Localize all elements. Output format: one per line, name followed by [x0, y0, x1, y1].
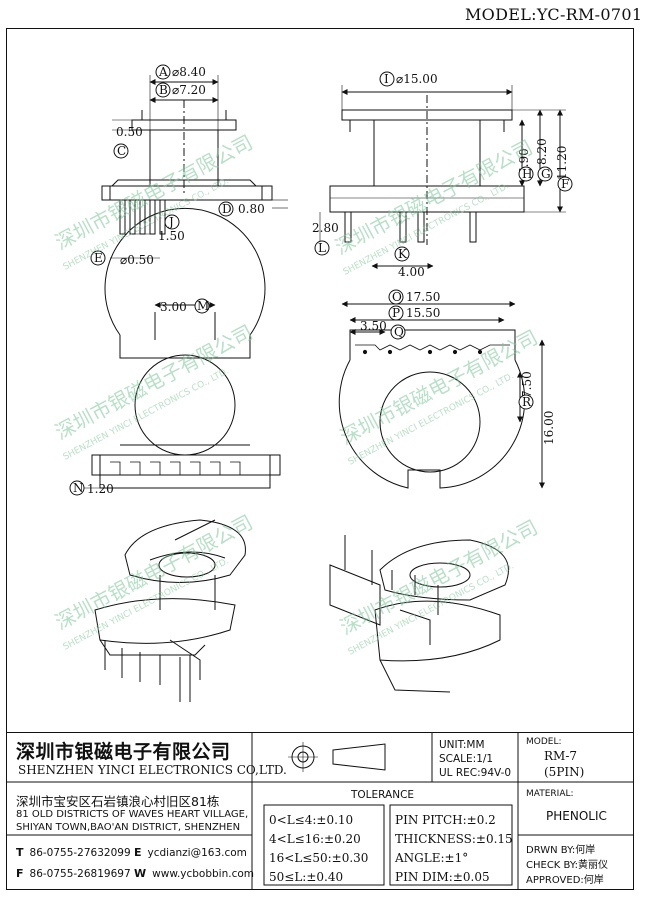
- svg-text:J: J: [167, 215, 174, 229]
- svg-text:E: E: [94, 251, 103, 265]
- front-view: [101, 75, 288, 259]
- svg-text:深圳市银磁电子有限公司: 深圳市银磁电子有限公司: [51, 130, 257, 254]
- title-block-lines: [6, 732, 634, 890]
- tolerance-left-item: 50≤L:±0.40: [269, 870, 344, 884]
- top-view-labels: 3.00 M N 1.20: [69, 298, 210, 496]
- svg-text:16.00: 16.00: [542, 411, 556, 445]
- drawing-frame: [6, 28, 634, 890]
- model-pins: (5PIN): [544, 765, 585, 779]
- svg-text:⌀0.50: ⌀0.50: [120, 253, 154, 267]
- dim-a-text: ⌀8.40: [172, 65, 206, 79]
- model-label: MODEL:: [526, 737, 562, 747]
- email-address: ycdianzi@163.com: [147, 847, 247, 859]
- tel-number: 86-0755-27632099: [29, 847, 131, 859]
- svg-text:H: H: [522, 167, 532, 181]
- svg-text:1.50: 1.50: [158, 229, 185, 243]
- tolerance-right-item: ANGLE:±1°: [395, 851, 469, 865]
- front-view-labels: A ⌀8.40 B ⌀7.20 0.50 C D 0.80 J 1.50 E ⌀…: [90, 64, 265, 267]
- svg-text:4.00: 4.00: [398, 265, 425, 279]
- tel-label: T: [16, 846, 24, 859]
- tolerance-left-item: 4<L≤16:±0.20: [269, 832, 361, 846]
- svg-text:I: I: [384, 72, 389, 86]
- svg-text:7.50: 7.50: [520, 371, 534, 398]
- svg-text:3.50: 3.50: [360, 319, 387, 333]
- tolerance-right-item: THICKNESS:±0.15: [395, 832, 513, 846]
- svg-text:A: A: [158, 65, 168, 79]
- model-value: RM-7: [544, 749, 578, 763]
- watermarks: 深圳市银磁电子有限公司 SHENZHEN YINCI ELECTRONICS C…: [51, 130, 542, 658]
- address-en-line1: 81 OLD DISTRICTS OF WAVES HEART VILLAGE,: [16, 809, 249, 820]
- svg-text:0.80: 0.80: [238, 202, 265, 216]
- isometric-view-left: [94, 519, 246, 702]
- tolerance-left-item: 16<L≤50:±0.30: [269, 851, 369, 865]
- address-cn: 深圳市宝安区石岩镇浪心村旧区81栋: [16, 794, 220, 809]
- address-en-line2: SHIYAN TOWN,BAO'AN DISTRICT, SHENZHEN: [16, 822, 241, 833]
- svg-text:1.20: 1.20: [87, 482, 114, 496]
- svg-text:深圳市银磁电子有限公司: 深圳市银磁电子有限公司: [51, 320, 257, 444]
- svg-text:Q: Q: [394, 325, 404, 339]
- title-block: 深圳市银磁电子有限公司 SHENZHEN YINCI ELECTRONICS C…: [6, 732, 634, 890]
- svg-text:深圳市银磁电子有限公司: 深圳市银磁电子有限公司: [51, 510, 257, 634]
- svg-text:K: K: [398, 247, 408, 261]
- svg-text:0.50: 0.50: [116, 125, 143, 139]
- company-name-cn: 深圳市银磁电子有限公司: [16, 741, 231, 763]
- svg-text:17.50: 17.50: [406, 290, 440, 304]
- material-value: PHENOLIC: [546, 809, 607, 823]
- drawing-model-title: MODEL:YC-RM-0701: [465, 5, 643, 24]
- unit-text: UNIT:MM: [439, 739, 485, 751]
- email-label: E: [134, 846, 142, 859]
- company-name-en: SHENZHEN YINCI ELECTRONICS CO,LTD.: [18, 763, 287, 777]
- svg-text:R: R: [522, 395, 532, 409]
- fax-number: 86-0755-26819697: [29, 868, 131, 880]
- svg-text:11.20: 11.20: [555, 146, 569, 180]
- tolerance-right-item: PIN PITCH:±0.2: [395, 813, 496, 827]
- check-by: CHECK BY:黄丽仪: [526, 860, 609, 871]
- svg-text:L: L: [318, 241, 326, 255]
- svg-text:G: G: [541, 167, 551, 181]
- svg-text:3.00: 3.00: [160, 300, 187, 314]
- svg-text:深圳市银磁电子有限公司: 深圳市银磁电子有限公司: [336, 515, 542, 639]
- svg-text:C: C: [117, 144, 126, 158]
- side-view-labels: I ⌀15.00 6.90 H 8.20 G 11.20 F 2.80 L K …: [312, 71, 573, 279]
- isometric-view-right: [329, 535, 509, 693]
- svg-text:深圳市银磁电子有限公司: 深圳市银磁电子有限公司: [336, 325, 542, 449]
- ul-rec-text: UL REC:94V-0: [439, 767, 512, 779]
- tolerance-left-list: 0<L≤4:±0.10 4<L≤16:±0.20 16<L≤50:±0.30 5…: [269, 811, 368, 887]
- svg-text:B: B: [159, 83, 168, 97]
- tolerance-right-item: PIN DIM:±0.05: [395, 870, 490, 884]
- svg-text:⌀15.00: ⌀15.00: [396, 72, 438, 86]
- fax-label: F: [16, 867, 24, 880]
- top-view: [84, 207, 281, 489]
- svg-text:O: O: [392, 290, 402, 304]
- svg-text:8.20: 8.20: [535, 138, 549, 165]
- approved-by: APPROVED:何岸: [526, 875, 604, 886]
- svg-text:⌀7.20: ⌀7.20: [172, 83, 206, 97]
- svg-text:15.50: 15.50: [406, 306, 440, 320]
- svg-text:2.80: 2.80: [312, 221, 339, 235]
- scale-text: SCALE:1/1: [439, 753, 494, 765]
- tolerance-title: TOLERANCE: [351, 789, 415, 801]
- tolerance-left-item: 0<L≤4:±0.10: [269, 813, 354, 827]
- drawn-by: DRWN BY:何岸: [526, 845, 596, 856]
- svg-text:M: M: [197, 299, 209, 313]
- address-en: 81 OLD DISTRICTS OF WAVES HEART VILLAGE,…: [16, 808, 248, 834]
- bottom-view: [338, 301, 545, 489]
- svg-text:N: N: [73, 481, 84, 495]
- material-label: MATERIAL:: [526, 789, 574, 799]
- fax-line: F 86-0755-26819697: [16, 867, 131, 880]
- web-label: W: [134, 867, 147, 880]
- svg-text:F: F: [561, 177, 569, 191]
- web-address: www.ycbobbin.com: [152, 868, 255, 880]
- tolerance-right-list: PIN PITCH:±0.2 THICKNESS:±0.15 ANGLE:±1°…: [395, 811, 513, 887]
- bottom-view-labels: O 17.50 P 15.50 3.50 Q 7.50 R 16.00: [360, 289, 556, 445]
- svg-text:P: P: [392, 306, 400, 320]
- tel-line: T 86-0755-27632099: [16, 846, 131, 859]
- svg-text:D: D: [222, 202, 232, 216]
- svg-text:深圳市银磁电子有限公司: 深圳市银磁电子有限公司: [331, 135, 537, 259]
